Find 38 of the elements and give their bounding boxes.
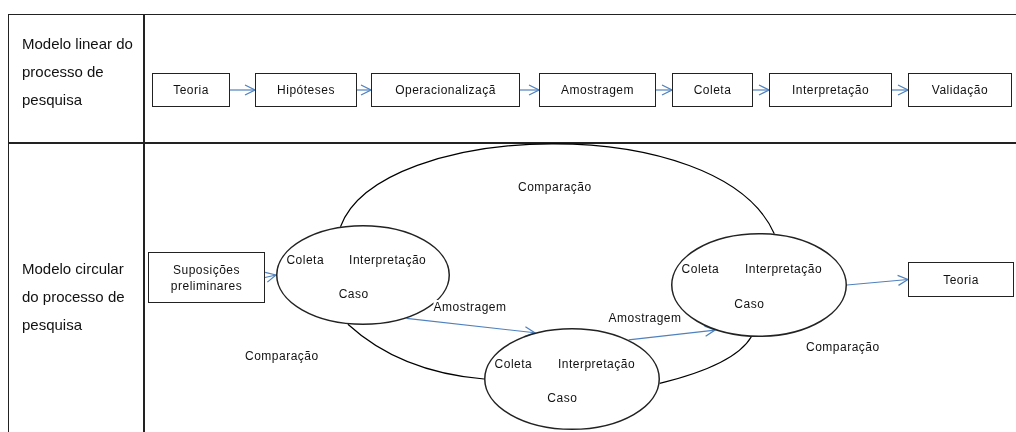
row-header: Modelo linear do processo de pesquisa (22, 34, 134, 110)
node-text: Caso (338, 287, 369, 301)
process-box: Suposições preliminares (148, 252, 265, 303)
connector-arc (347, 323, 485, 380)
row-header: Modelo circular do processo de pesquisa (22, 259, 126, 335)
process-box: Interpretação (769, 73, 892, 107)
node-text: Caso (734, 297, 765, 312)
arrow (846, 274, 909, 286)
process-box: Operacionalizaçã (371, 73, 520, 107)
arrow (264, 271, 277, 283)
arrow (655, 84, 673, 96)
node-text: Coleta (494, 356, 533, 371)
connector-arc (339, 143, 775, 235)
edge-label: Amostragem (608, 311, 682, 325)
node-text: Caso (547, 391, 578, 406)
loop-label: Comparação (245, 349, 319, 363)
process-box: Validação (908, 73, 1012, 107)
arrow (405, 317, 536, 338)
edge-label: Amostragem (433, 300, 507, 314)
arrow (356, 84, 372, 96)
loop-label: Comparação (806, 340, 880, 354)
process-box: Hipóteses (255, 73, 357, 107)
arrow (229, 84, 256, 96)
arrow (519, 84, 540, 96)
process-box: Teoria (152, 73, 230, 107)
arrow (752, 84, 770, 96)
process-box: Teoria (908, 262, 1014, 297)
process-box: Coleta (672, 73, 753, 107)
arrow (891, 84, 909, 96)
process-box: Amostragem (539, 73, 656, 107)
node-text: Coleta (681, 262, 720, 277)
connector-arc (659, 336, 752, 385)
node-text: Interpretação (744, 262, 823, 277)
node-text: Coleta (286, 253, 325, 267)
arrow (627, 325, 716, 341)
loop-label: Comparação (518, 180, 592, 194)
node-text: Interpretação (349, 253, 427, 267)
node-text: Interpretação (557, 356, 636, 371)
